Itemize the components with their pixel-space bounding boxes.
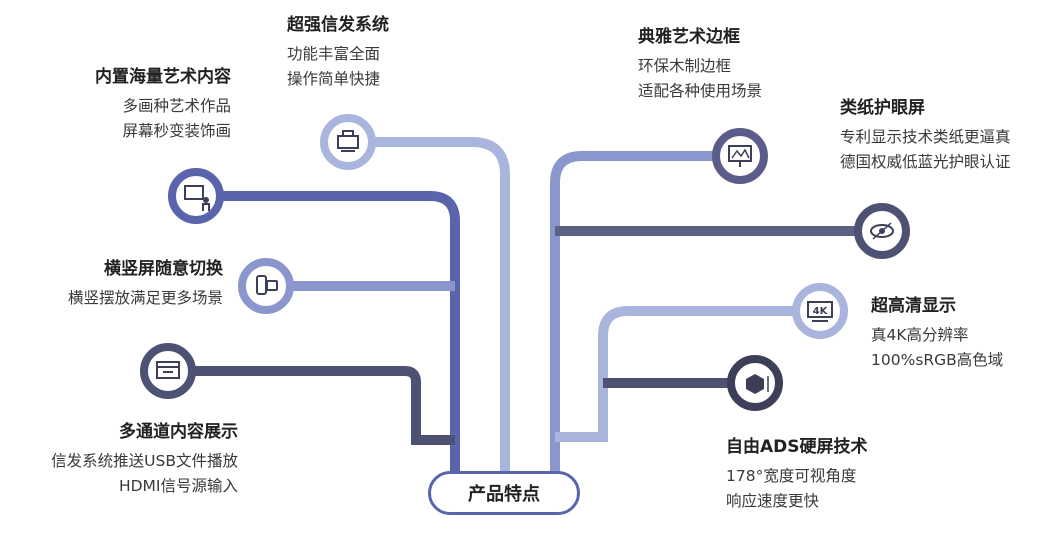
connector-frame <box>550 151 740 474</box>
feature-line: 信发系统推送USB文件播放 <box>51 452 238 470</box>
frame-feature-icon <box>712 128 768 184</box>
feature-title: 典雅艺术边框 <box>638 27 740 47</box>
feature-line: 功能丰富全面 <box>287 45 381 63</box>
connector-multichannel <box>172 366 455 445</box>
center-label: 产品特点 <box>468 484 540 505</box>
feature-title: 自由ADS硬屏技术 <box>726 437 868 457</box>
feature-line: 响应速度更快 <box>726 492 820 510</box>
feature-multichannel: 多通道内容展示 信发系统推送USB文件播放 HDMI信号源输入 <box>51 421 238 499</box>
feature-line: 操作简单快捷 <box>287 70 381 88</box>
feature-line: 专利显示技术类纸更逼真 <box>840 128 1011 146</box>
eye-feature-icon <box>854 203 910 259</box>
feature-eye: 类纸护眼屏 专利显示技术类纸更逼真 德国权威低蓝光护眼认证 <box>840 97 1011 175</box>
ads-feature-icon <box>727 355 783 411</box>
feature-line: 适配各种使用场景 <box>638 82 763 100</box>
feature-title: 超强信发系统 <box>287 15 389 35</box>
feature-signage: 超强信发系统 功能丰富全面 操作简单快捷 <box>287 14 389 92</box>
feature-frame: 典雅艺术边框 环保木制边框 适配各种使用场景 <box>638 26 762 104</box>
connector-uhd <box>555 306 818 442</box>
feature-line: 178°宽度可视角度 <box>726 467 857 485</box>
rotate-feature-icon <box>238 258 294 314</box>
feature-ads: 自由ADS硬屏技术 178°宽度可视角度 响应速度更快 <box>726 436 868 514</box>
feature-title: 超高清显示 <box>871 296 956 316</box>
feature-rotate: 横竖屏随意切换 横竖摆放满足更多场景 <box>68 258 223 311</box>
feature-title: 内置海量艺术内容 <box>95 67 231 87</box>
signage-feature-icon <box>320 114 376 170</box>
feature-line: 真4K高分辨率 <box>871 326 969 344</box>
multichannel-feature-icon <box>140 343 196 399</box>
uhd-4k-badge: 4K <box>813 306 829 317</box>
feature-line: 100%sRGB高色域 <box>871 351 1004 369</box>
feature-line: 多画种艺术作品 <box>122 97 231 115</box>
center-label-box: 产品特点 <box>428 471 580 515</box>
feature-line: 环保木制边框 <box>638 57 732 75</box>
uhd-feature-icon: 4K <box>792 283 848 339</box>
feature-uhd: 超高清显示 真4K高分辨率 100%sRGB高色域 <box>871 295 1003 373</box>
connector-art <box>210 191 460 474</box>
connector-signage <box>352 137 510 474</box>
feature-title: 类纸护眼屏 <box>840 98 925 118</box>
feature-line: 横竖摆放满足更多场景 <box>67 289 223 307</box>
feature-line: 屏幕秒变装饰画 <box>122 122 231 140</box>
feature-title: 横竖屏随意切换 <box>104 259 223 279</box>
feature-line: 德国权威低蓝光护眼认证 <box>840 153 1011 171</box>
art-feature-icon <box>168 168 224 224</box>
feature-line: HDMI信号源输入 <box>118 477 238 495</box>
feature-title: 多通道内容展示 <box>119 422 238 442</box>
feature-art: 内置海量艺术内容 多画种艺术作品 屏幕秒变装饰画 <box>95 66 231 144</box>
